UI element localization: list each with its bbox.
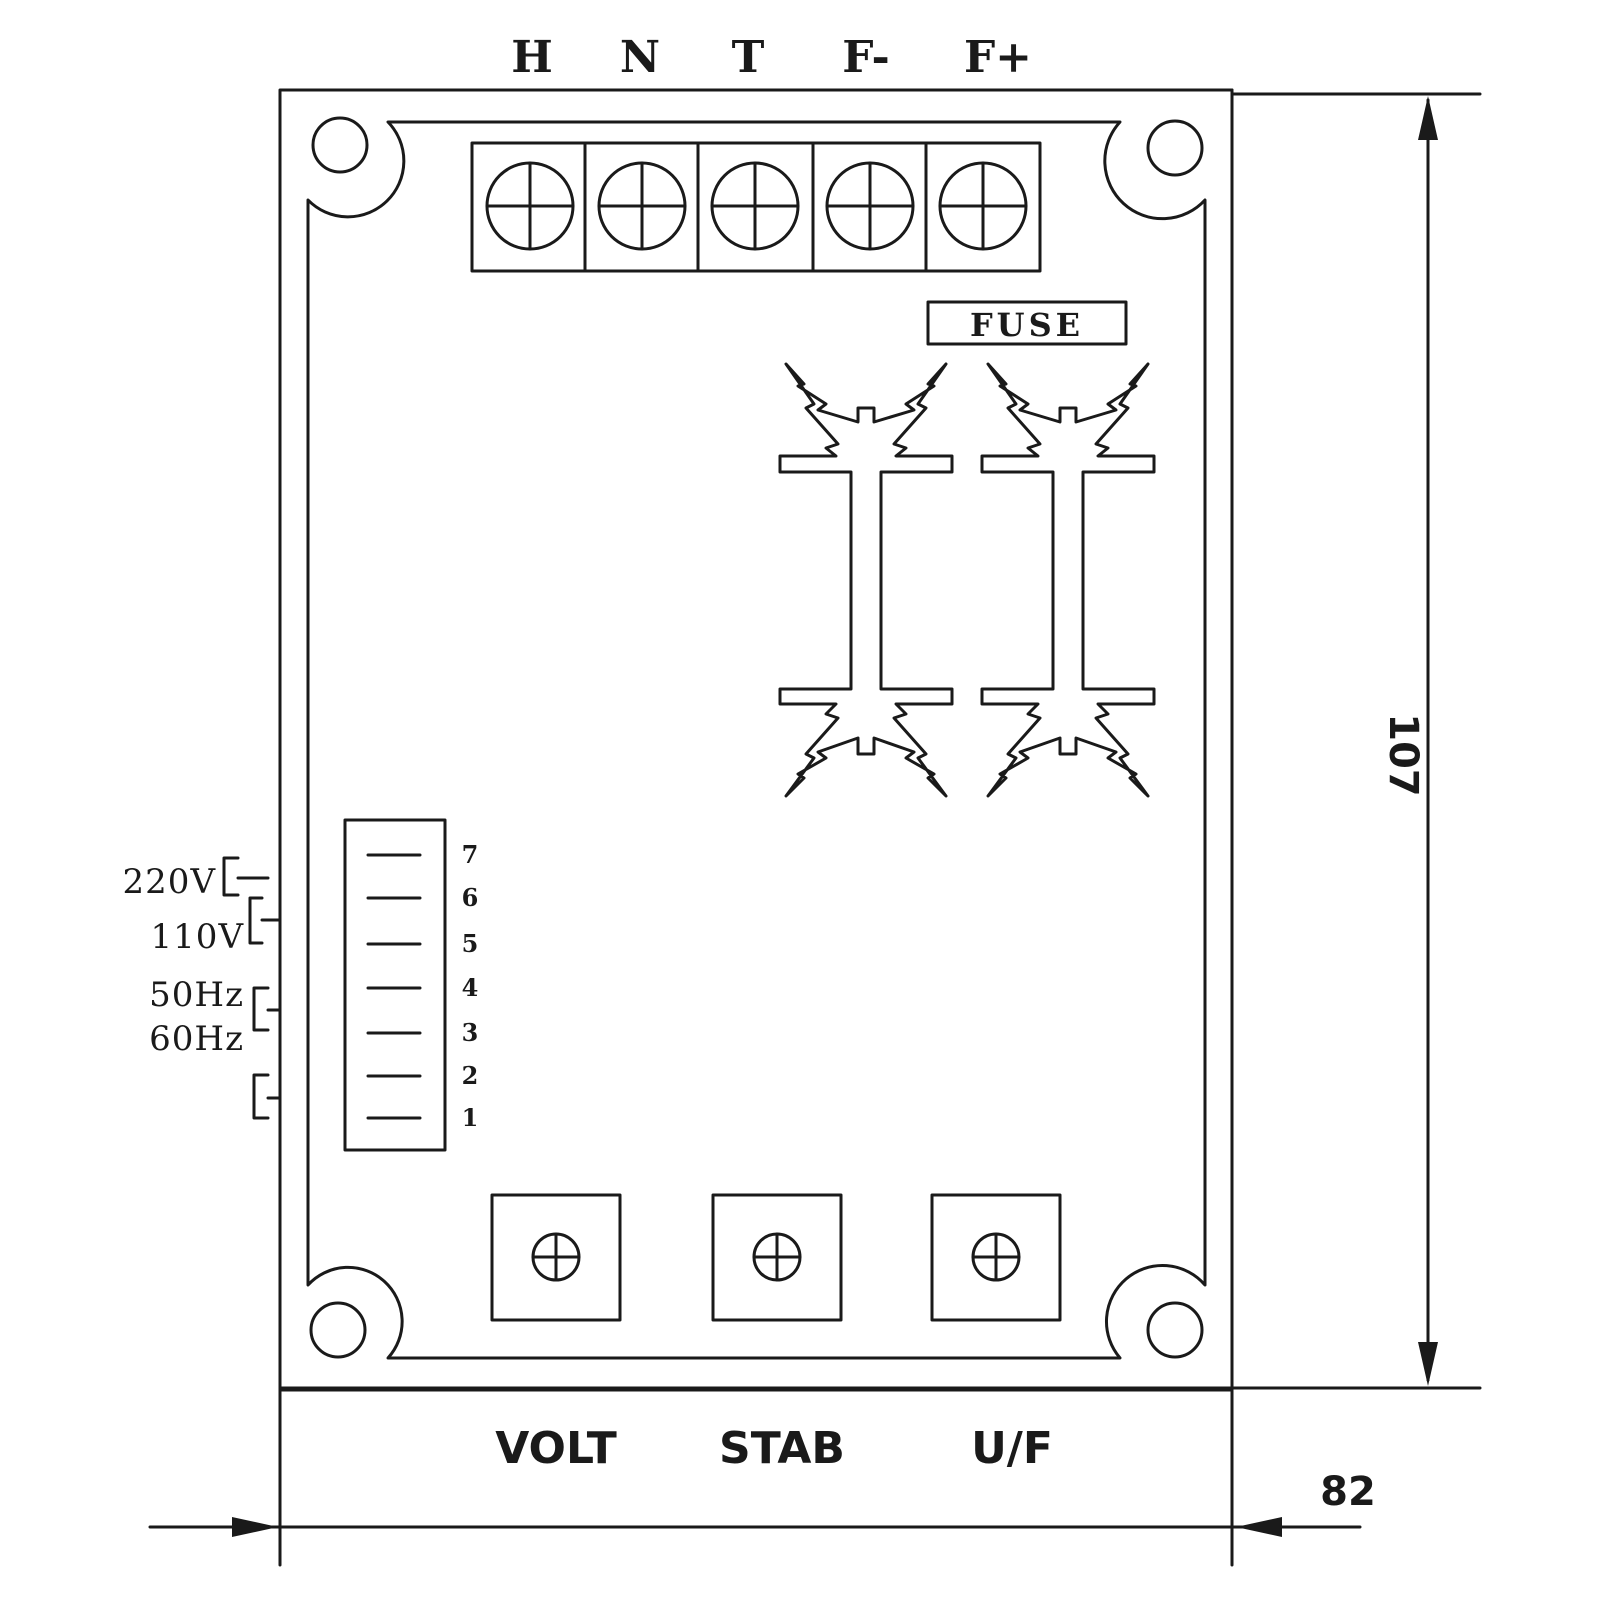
label-60hz: 60Hz [149,1019,244,1059]
height-dimension-value: 107 [1380,713,1426,797]
terminal-screw-f-minus[interactable] [825,161,915,251]
mounting-hole-bottom-left [309,1301,367,1359]
mounting-hole-bottom-right [1146,1301,1204,1359]
control-label-uf: U/F [971,1423,1053,1474]
height-arrow-top [1418,96,1438,140]
terminal-block-outline [470,141,1042,273]
mounting-holes [309,116,1204,1359]
pin-number-2: 2 [462,1061,479,1090]
width-arrow-left [232,1517,278,1537]
terminal-screw-f-plus[interactable] [938,161,1028,251]
potentiometers [490,1193,1062,1322]
mounting-hole-top-right [1146,119,1204,177]
control-labels: VOLT STAB U/F [495,1423,1053,1474]
pin-numbers: 7 6 5 4 3 2 1 [462,840,479,1132]
terminal-label-t: T [732,32,765,83]
width-dimension: 82 [148,1469,1376,1537]
control-label-stab: STAB [719,1423,845,1474]
pin-number-1: 1 [462,1103,479,1132]
fuse-box [926,300,1128,346]
terminal-label-h: H [511,32,553,83]
width-dimension-value: 82 [1320,1469,1376,1515]
heatsink-left [778,362,954,798]
pin-number-5: 5 [462,929,479,958]
control-label-volt: VOLT [495,1423,616,1474]
jumper-strip [343,818,447,1152]
mounting-hole-top-left [311,116,369,174]
terminal-label-n: N [620,32,660,83]
jumper-strip-outline [343,818,447,1152]
terminal-screw-n[interactable] [597,161,687,251]
height-arrow-bottom [1418,1342,1438,1386]
pin-number-3: 3 [462,1018,479,1047]
fuse: FUSE [926,300,1128,346]
terminal-label-f-minus: F- [842,32,890,83]
fuse-label: FUSE [970,306,1084,344]
stab-potentiometer[interactable] [711,1193,843,1322]
terminal-block [470,141,1042,273]
label-220v: 220V [123,862,217,902]
height-dimension: 107 [1230,92,1482,1386]
bracket-110v[interactable] [248,896,264,945]
uf-potentiometer[interactable] [930,1193,1062,1322]
terminal-screw-t[interactable] [710,161,800,251]
heatsink-right [980,362,1156,798]
width-arrow-right [1236,1517,1282,1537]
pin-number-4: 4 [462,973,479,1002]
pin-number-7: 7 [462,840,479,869]
terminal-screw-h[interactable] [485,161,575,251]
inner-plate [306,120,1207,1360]
terminal-label-f-plus: F+ [964,32,1032,83]
pin-number-6: 6 [462,883,479,912]
bracket-220v[interactable] [222,856,240,897]
volt-potentiometer[interactable] [490,1193,622,1322]
bracket-60hz[interactable] [252,1073,270,1120]
terminal-labels: H N T F- F+ [511,32,1032,83]
label-110v: 110V [151,917,245,957]
label-50hz: 50Hz [149,975,244,1015]
board-frame [278,88,1482,1567]
bracket-50hz[interactable] [252,986,270,1032]
jumper-settings: 220V 110V 50Hz 60Hz [123,856,282,1120]
